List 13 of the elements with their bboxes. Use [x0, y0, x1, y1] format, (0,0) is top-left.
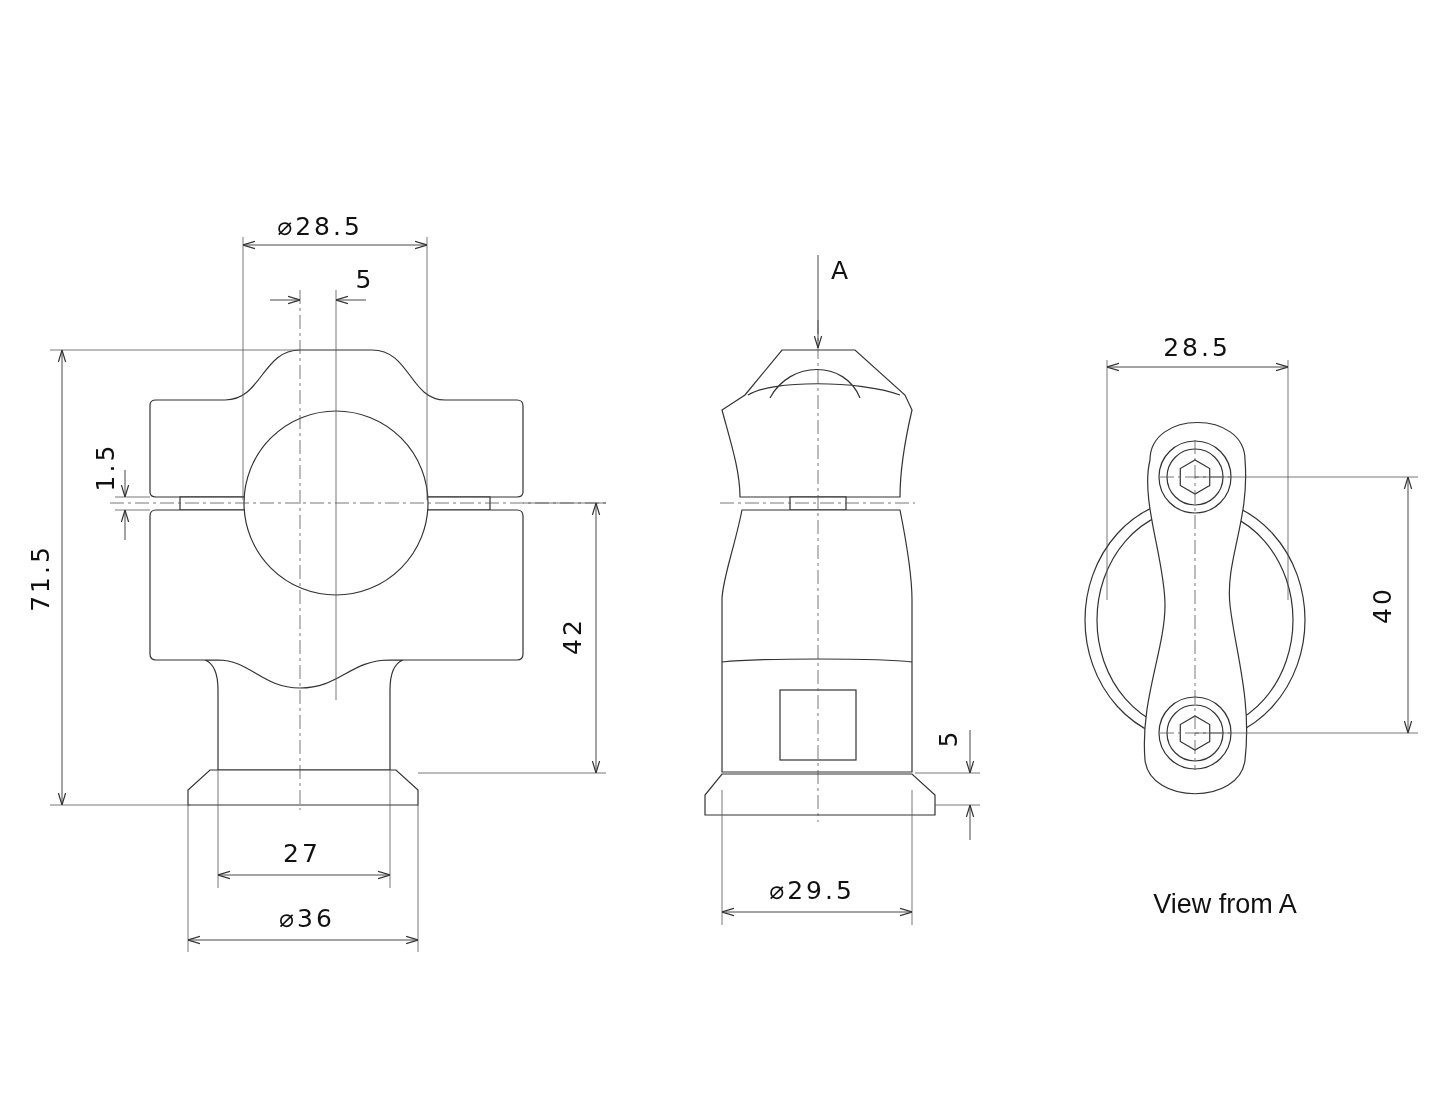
dimension-label: ⌀28.5: [277, 213, 363, 239]
view-caption: View from A: [1153, 890, 1297, 918]
dimension-label: 5: [935, 728, 961, 748]
dimension-label: ⌀36: [279, 905, 335, 931]
dimension-label: 40: [1369, 586, 1395, 624]
dimension-label: 1.5: [92, 442, 118, 492]
dimension-label: ⌀29.5: [769, 877, 855, 903]
dimension-label: 28.5: [1163, 334, 1231, 360]
view-direction-label: A: [830, 257, 852, 283]
dimension-label: 71.5: [27, 544, 53, 612]
dimension-label: 42: [559, 617, 585, 655]
dimension-label: 27: [283, 840, 321, 866]
dimension-label: 5: [355, 266, 375, 292]
